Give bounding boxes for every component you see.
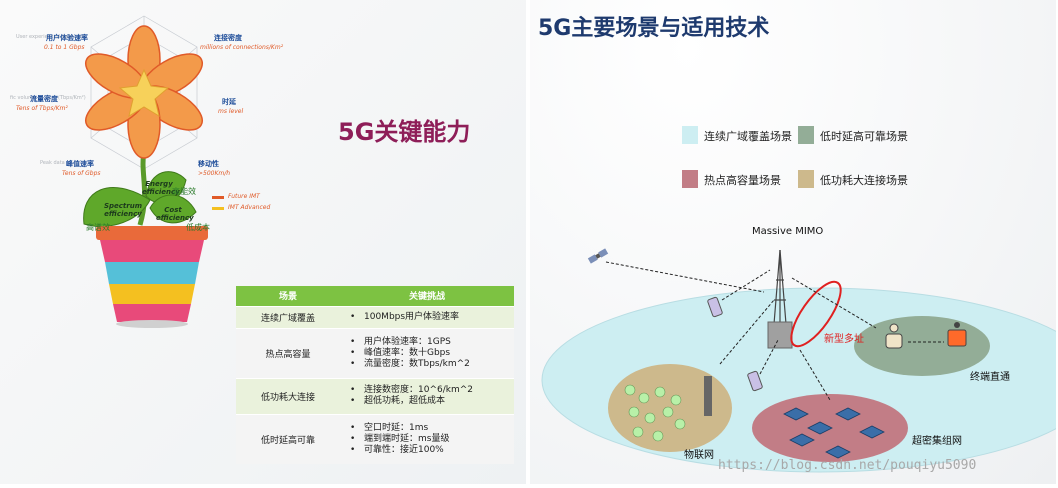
legend-low-latency: 低时延高可靠场景	[820, 130, 908, 143]
traffic-faint: (Tbps/Km²)	[58, 95, 86, 101]
capability-table: 场景 关键挑战 连续广域覆盖 100Mbps用户体验速率 热点高容量 用户体验速…	[236, 286, 514, 464]
connection-arrows	[605, 261, 944, 401]
new-multiple-access-oval	[790, 280, 842, 348]
legend-swatch-low-power	[798, 170, 814, 188]
leaf-energy: Energy efficiency	[142, 180, 180, 196]
legend-swatch-wide-area	[682, 126, 698, 144]
flower-pot	[96, 226, 208, 328]
peak-rate-label: 峰值速率	[66, 160, 94, 168]
small-cell-icons	[783, 407, 885, 459]
new-multiple-access-label: 新型多址	[824, 334, 864, 345]
watermark: https://blog.csdn.net/pouqiyu5090	[718, 458, 977, 473]
low-latency-area	[854, 316, 990, 376]
robot-icon	[885, 323, 903, 349]
peak-rate-sub: Tens of Gbps	[62, 170, 101, 177]
right-slide-title: 5G主要场景与适用技术	[538, 16, 770, 41]
high-spectrum-label: 高谱效	[86, 223, 110, 232]
mobility-label: 移动性	[198, 160, 219, 168]
leaf-spectrum: Spectrum efficiency	[103, 202, 143, 218]
challenge-item: 用户体验速率：1GPS	[350, 337, 508, 348]
table-header-challenge: 关键挑战	[340, 286, 514, 306]
latency-label: 时延	[222, 98, 236, 106]
table-scenario-cell: 低时延高可靠	[236, 413, 340, 464]
high-efficiency-label: 高能效	[172, 187, 196, 196]
small-base-station	[704, 376, 712, 416]
flower-radar-graphic	[83, 15, 208, 328]
table-scenario-cell: 低功耗大连接	[236, 377, 340, 414]
legend-future-line	[212, 196, 224, 199]
phone-icon	[747, 370, 763, 392]
flower-core	[118, 68, 170, 118]
d2d-label: 终端直通	[970, 372, 1010, 383]
table-row: 热点高容量 用户体验速率：1GPS 峰值速率：数十Gbps 流量密度：数Tbps…	[236, 327, 514, 378]
table-challenge-cell: 用户体验速率：1GPS 峰值速率：数十Gbps 流量密度：数Tbps/km^2	[340, 327, 514, 378]
leaves	[83, 171, 197, 227]
iot-label: 物联网	[684, 450, 714, 461]
scenario-diagram	[541, 248, 1056, 473]
phone-icon	[707, 296, 723, 318]
challenge-item: 100Mbps用户体验速率	[350, 312, 508, 323]
left-slide-title: 5G关键能力	[338, 118, 471, 146]
table-challenge-cell: 100Mbps用户体验速率	[340, 305, 514, 328]
ultra-dense-label: 超密集组网	[912, 436, 962, 447]
mimo-tower	[773, 249, 787, 325]
challenge-item: 空口时延：1ms	[350, 423, 508, 434]
massive-mimo-label: Massive MIMO	[752, 226, 824, 237]
challenge-item: 流量密度：数Tbps/km^2	[350, 359, 508, 370]
table-row: 低功耗大连接 连接数密度：10^6/km^2 超低功耗，超低成本	[236, 377, 514, 414]
table-scenario-cell: 热点高容量	[236, 327, 340, 378]
satellite-icon	[587, 248, 609, 264]
legend-swatch-low-latency	[798, 126, 814, 144]
tower-base	[767, 321, 793, 349]
table-challenge-cell: 空口时延：1ms 端到端时延：ms量级 可靠性：接近100%	[340, 413, 514, 464]
legend-advanced-line	[212, 207, 224, 210]
traffic-label: 流量密度	[30, 95, 58, 103]
user-rate-faint: User experienced data rate	[16, 34, 85, 40]
left-slide: User experienced data rate 用户体验速率 0.1 to…	[0, 0, 526, 484]
connection-label: 连接密度	[214, 34, 242, 42]
legend-wide-area: 连续广域覆盖场景	[704, 130, 792, 143]
user-rate-label: 用户体验速率	[46, 34, 88, 42]
traffic-prefix: fic volume	[10, 95, 37, 101]
slide-divider	[526, 0, 530, 488]
legend-advanced: IMT Advanced	[228, 204, 271, 211]
challenge-item: 超低功耗，超低成本	[350, 396, 508, 407]
legend-future: Future IMT	[228, 193, 260, 200]
traffic-sub: Tens of Tbps/Km²	[16, 105, 68, 112]
table-row: 低时延高可靠 空口时延：1ms 端到端时延：ms量级 可靠性：接近100%	[236, 413, 514, 464]
table-scenario-cell: 连续广域覆盖	[236, 305, 340, 328]
robot-icon	[947, 322, 967, 347]
table-challenge-cell: 连接数密度：10^6/km^2 超低功耗，超低成本	[340, 377, 514, 414]
iot-sensor-icons	[624, 384, 686, 442]
right-slide: 5G主要场景与适用技术 连续广域覆盖场景 低时延高可靠场景 热点高容量场景 低功…	[530, 0, 1056, 484]
challenge-item: 峰值速率：数十Gbps	[350, 348, 508, 359]
legend-low-power: 低功耗大连接场景	[820, 174, 908, 187]
legend-hotspot: 热点高容量场景	[704, 174, 781, 187]
challenge-item: 可靠性：接近100%	[350, 445, 508, 456]
leaf-cost: Cost efficiency	[156, 206, 194, 222]
table-header-scenario: 场景	[236, 286, 340, 306]
legend-swatch-hotspot	[682, 170, 698, 188]
user-rate-sub: 0.1 to 1 Gbps	[44, 44, 85, 51]
table-row: 连续广域覆盖 100Mbps用户体验速率	[236, 305, 514, 328]
latency-sub: ms level	[218, 108, 244, 115]
peak-faint: Peak data	[40, 160, 65, 166]
mobility-sub: >500Km/h	[198, 170, 231, 177]
low-cost-label: 低成本	[186, 223, 210, 232]
challenge-item: 端到端时延：ms量级	[350, 434, 508, 445]
connection-sub: millions of connections/Km²	[200, 44, 284, 51]
challenge-item: 连接数密度：10^6/km^2	[350, 385, 508, 396]
